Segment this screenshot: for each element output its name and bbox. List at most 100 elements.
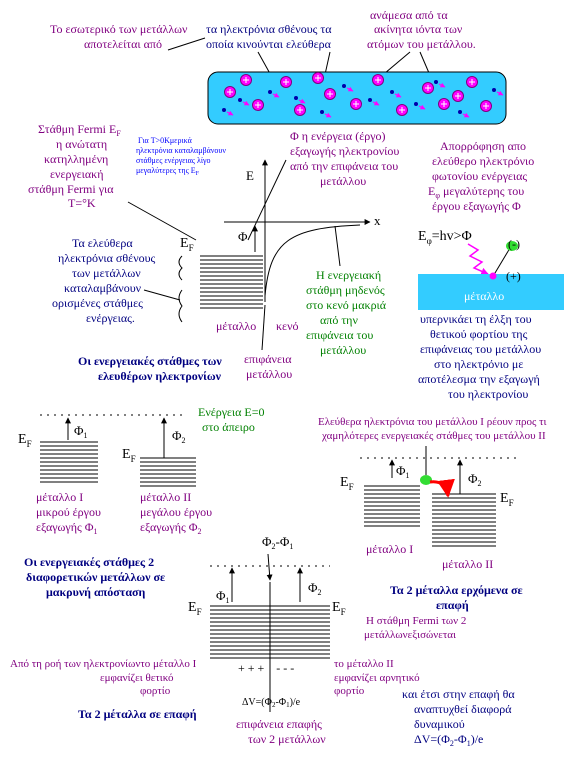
fermi-title-line-1: Στάθμη Fermi EF (38, 122, 121, 138)
ion-plus-mark (399, 107, 405, 113)
flow-caption-line-2: επαφή (436, 598, 469, 612)
final-line-2: αναπτυχθεί διαφορά (414, 702, 512, 716)
right-charge-line-1: το μέταλλο ΙΙ (334, 658, 394, 670)
fermi-eq-line-1: Η στάθμη Fermi των 2 (366, 615, 466, 627)
energy-zero-line-2: στο άπειρο (202, 420, 255, 434)
electron-motion-arrow (272, 92, 280, 98)
fermi-caption: Οι ενεργειακές στάθμες των ελευθέρων ηλε… (78, 354, 222, 383)
electron-dot (294, 96, 298, 100)
minus-label: (-) (508, 237, 520, 251)
intro-right-line-1: ανάμεσα από τα (370, 8, 448, 22)
photo-desc2-line-4: στο ηλεκτρόνιο με (434, 357, 523, 371)
contact-dv-label: ΔV=(Φ2-Φ1)/e (242, 697, 301, 709)
contact-diff-pointer (266, 553, 273, 581)
electron-motion-arrow (394, 92, 402, 98)
electron-dot (342, 84, 346, 88)
phi-label: Φ (238, 229, 248, 244)
fermi-small-note: Για T>0Kμερικά ηλεκτρόνια καταλαμβάνουν … (136, 136, 226, 177)
electron-motion-arrow (418, 104, 426, 110)
left-charge-line-1: Από τη ροή των ηλεκτρονίωντο μέταλλο Ι (10, 658, 197, 670)
ion-plus-mark (483, 103, 489, 109)
intro-left-line-1: Το εσωτερικό των μετάλλων (50, 22, 188, 36)
surface-pointer (261, 304, 266, 351)
brace-2 (178, 289, 183, 323)
fermi-caption-line-1: Οι ενεργειακές στάθμες των (78, 354, 222, 368)
photo-desc-line-3: φωτονίου ενέργειας (432, 169, 527, 183)
zero-desc-line-5: επιφάνεια του (306, 328, 373, 342)
small-note-line-2: ηλεκτρόνια καταλαμβάνουν (136, 146, 226, 155)
electron-dot (492, 88, 496, 92)
brace-1 (178, 255, 183, 281)
photo-desc2-line-6: του ηλεκτρονίου (448, 387, 528, 401)
left-charge-line-3: φορτίο (140, 685, 171, 697)
ion-plus-mark (327, 91, 333, 97)
photo-desc2-line-1: υπερνικάει τη έλξη του (420, 312, 532, 326)
far-ef-1: EF (18, 432, 32, 449)
brace-pointer (143, 289, 181, 301)
x-axis-label: x (374, 213, 381, 228)
left-desc-line-6: ενέργειας. (86, 311, 135, 325)
fermi-title-line-6: T=°K (68, 196, 96, 210)
far-metal2-label: μέταλλο ΙΙ μεγάλου έργου εξαγωγής Φ2 (140, 490, 212, 536)
final-line-1: και έτσι στην επαφή θα (402, 687, 515, 701)
potential-curve (264, 224, 361, 297)
electron-dot (368, 98, 372, 102)
flow-ef-2: EF (500, 491, 514, 508)
intro-text-left: Το εσωτερικό των μετάλλων αποτελείται απ… (50, 22, 188, 51)
final-statement: και έτσι στην επαφή θα αναπτυχθεί διαφορ… (402, 687, 515, 748)
ion-plus-mark (425, 85, 431, 91)
electron-motion-arrow (346, 86, 354, 92)
left-desc-line-3: των μετάλλων (72, 266, 141, 280)
electron-motion-arrow (438, 82, 446, 88)
contact-surface-line-1: επιφάνεια επαφής (236, 717, 322, 731)
electron-motion-arrow (242, 100, 250, 106)
small-note-line-1: Για T>0Kμερικά (138, 136, 193, 145)
ion-plus-mark (297, 107, 303, 113)
flow-metal1-label: μέταλλο Ι (366, 542, 413, 556)
electron-escape-line (491, 247, 511, 279)
fermi-eq-line-2: μετάλλωνεξισώνεται (364, 629, 456, 641)
energy-axis-label: E (246, 168, 254, 183)
electron-dot (268, 90, 272, 94)
phi-def-line-2: εξαγωγής ηλεκτρονίου (290, 144, 399, 158)
far-caption-line-1: Οι ενεργειακές στάθμες 2 (24, 555, 154, 569)
left-charge: Από τη ροή των ηλεκτρονίωντο μέταλλο Ι ε… (10, 658, 197, 697)
far-caption: Οι ενεργειακές στάθμες 2 διαφορετικών με… (24, 555, 165, 599)
right-charge-line-2: εμφανίζει αρνητικό (334, 672, 420, 684)
far-phi1-label: Φ1 (74, 423, 88, 440)
zero-desc-line-6: μετάλλου (320, 343, 366, 357)
phi-def-line-1: Φ η ενέργεια (έργο) (290, 129, 386, 143)
electron-dot (390, 90, 394, 94)
ion-plus-mark (243, 77, 249, 83)
far-metal1-levels (40, 441, 98, 483)
small-note-line-4: μεγαλύτερες της EF (136, 166, 200, 177)
photo-desc-line-1: Απορρόφηση απο (440, 139, 526, 153)
charge-signs: + + + - - - (238, 661, 294, 675)
far-phi2-label: Φ2 (172, 428, 186, 445)
photo-desc2-line-2: θετικού φορτίου της (430, 327, 528, 341)
electron-dot (414, 102, 418, 106)
ion-plus-mark (227, 89, 233, 95)
contact-diff-label: Φ2-Φ1 (262, 534, 293, 551)
photo-desc2-line-3: επιφάνειας του μετάλλου (420, 342, 541, 356)
electron-dot (434, 80, 438, 84)
zero-level-description: Η ενεργειακή στάθμη μηδενός στο κενό μακ… (306, 268, 387, 357)
far-caption-line-2: διαφορετικών μετάλλων σε (26, 570, 165, 584)
photo-description: Απορρόφηση απο ελεύθερο ηλεκτρόνιο φωτον… (428, 139, 534, 213)
electron-dot (222, 108, 226, 112)
intro-text-right: ανάμεσα από τα ακίνητα ιόντα των ατόμων … (367, 8, 476, 51)
ion-plus-mark (375, 77, 381, 83)
ion-plus-mark (469, 79, 475, 85)
surface-label-2: μετάλλου (246, 367, 292, 381)
final-dv: ΔV=(Φ2-Φ1)/e (414, 732, 483, 748)
far-metal2-levels (140, 457, 196, 487)
intro-left-line-2: αποτελείται από (84, 37, 162, 51)
contact-caption: Τα 2 μέταλλα σε επαφή (78, 707, 197, 721)
ion-plus-mark (255, 102, 261, 108)
fermi-title-line-4: ενεργειακή (50, 167, 103, 181)
ion-plus-mark (283, 79, 289, 85)
fermi-ef-label: EF (180, 236, 194, 253)
far-metal1-line-2: μικρού έργου (36, 505, 101, 519)
phi-def-line-3: από την επιφάνεια του (290, 159, 398, 173)
left-desc-line-5: ορισμένες στάθμες (52, 296, 143, 310)
